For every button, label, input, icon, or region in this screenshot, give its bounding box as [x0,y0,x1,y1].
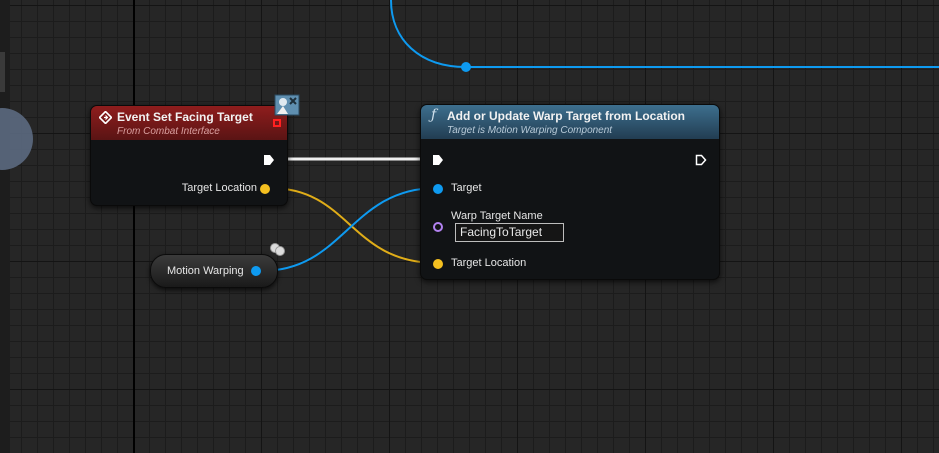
warp-target-name-label: Warp Target Name [451,210,543,222]
event-node-header[interactable]: Event Set Facing Target From Combat Inte… [91,106,287,140]
event-title-text: Event Set Facing Target [117,110,253,124]
function-target-label: Target [451,182,482,194]
warp-target-name-pin[interactable] [433,222,443,232]
delegate-pin-icon[interactable] [273,119,281,127]
event-node-subtitle: From Combat Interface [117,126,220,137]
collapsed-panel-tab[interactable] [0,108,33,170]
function-target-pin[interactable] [433,184,443,194]
motion-warping-label: Motion Warping [167,265,244,277]
add-or-update-warp-target-node[interactable]: ƒ Add or Update Warp Target from Locatio… [420,104,720,280]
reroute-knot[interactable] [461,62,471,72]
event-target-location-label: Target Location [181,182,257,194]
motion-warping-out-pin[interactable] [251,266,261,276]
function-node-title: ƒ Add or Update Warp Target from Locatio… [429,107,711,124]
function-exec-in-pin[interactable] [432,154,444,166]
function-target-location-pin[interactable] [433,259,443,269]
wire-object-offscreen [390,0,939,68]
replicated-icon [274,94,300,116]
component-icon [270,243,285,256]
motion-warping-variable-node[interactable]: Motion Warping [150,254,278,288]
function-target-location-label: Target Location [451,257,527,269]
wire-vector-target-location [269,187,438,264]
function-title-text: Add or Update Warp Target from Location [447,109,686,123]
event-set-facing-target-node[interactable]: Event Set Facing Target From Combat Inte… [90,105,288,206]
event-diamond-icon [99,111,112,124]
function-f-icon: ƒ [431,107,437,123]
left-edge-panel [0,0,10,453]
event-exec-out-pin[interactable] [263,154,275,166]
function-node-subtitle: Target is Motion Warping Component [447,125,613,136]
event-target-location-pin[interactable] [260,184,270,194]
graph-origin-axis [133,0,135,453]
function-exec-out-pin[interactable] [695,154,707,166]
function-node-header[interactable]: ƒ Add or Update Warp Target from Locatio… [421,105,719,139]
warp-target-name-input[interactable]: FacingToTarget [455,223,564,242]
left-edge-scroll-handle[interactable] [0,52,5,92]
event-node-title: Event Set Facing Target [99,110,279,125]
